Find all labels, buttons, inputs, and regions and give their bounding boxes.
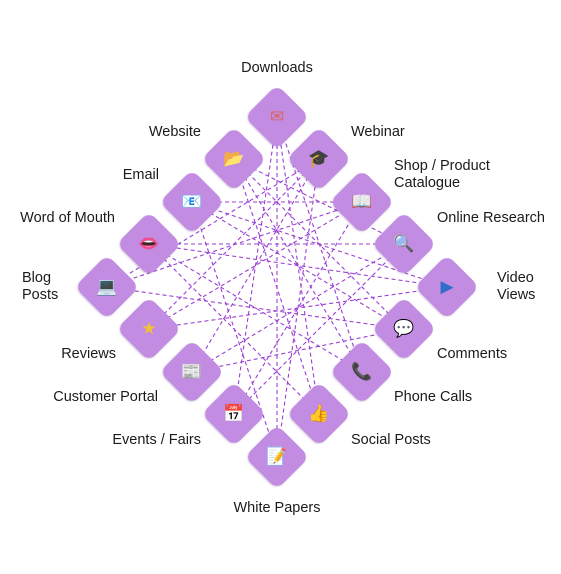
link-comments-website (233, 158, 405, 330)
newspaper-icon: 📰 (181, 362, 203, 382)
label-video-views: Video Views (497, 270, 536, 303)
laptop-icon: 💻 (96, 277, 118, 297)
lips-icon: 👄 (138, 234, 160, 254)
folder-icon: 📂 (223, 149, 245, 169)
thumbs-up-icon: 👍 (308, 404, 330, 424)
link-events-fairs-shop (233, 201, 363, 415)
graduation-cap-icon: 🎓 (308, 149, 330, 169)
link-customer-portal-online-research (191, 243, 405, 373)
label-reviews: Reviews (61, 346, 116, 362)
play-button-icon: ▶ (440, 277, 454, 297)
calendar-icon: 📅 (223, 404, 245, 424)
label-webinar: Webinar (351, 124, 405, 140)
link-webinar-customer-portal (191, 158, 320, 373)
open-book-icon: 📖 (351, 192, 373, 212)
label-phone-calls: Phone Calls (394, 389, 473, 405)
label-shop: Shop / Product Catalogue (394, 158, 490, 191)
label-downloads: Downloads (241, 60, 313, 76)
label-social-posts: Social Posts (351, 432, 431, 448)
label-word-of-mouth: Word of Mouth (20, 210, 115, 226)
envelope-icon: ✉ (269, 107, 285, 127)
link-website-online-research (233, 158, 405, 245)
link-events-fairs-online-research (233, 243, 405, 415)
label-comments: Comments (437, 346, 508, 362)
link-blog-posts-comments (106, 286, 405, 330)
star-icon: ★ (141, 319, 157, 339)
memo-icon: 📝 (266, 447, 288, 467)
link-word-of-mouth-social-posts (148, 243, 320, 415)
telephone-icon: 📞 (351, 362, 373, 382)
link-reviews-webinar (148, 158, 320, 330)
speech-bubble-icon: 💬 (393, 319, 415, 339)
link-customer-portal-comments (191, 328, 405, 373)
label-white-papers: White Papers (233, 500, 321, 516)
link-reviews-shop (148, 201, 363, 330)
magnifier-icon: 🔍 (393, 234, 415, 254)
link-word-of-mouth-video-views (148, 243, 448, 288)
link-downloads-events-fairs (233, 116, 278, 415)
link-email-comments (191, 201, 405, 330)
link-reviews-video-views (148, 286, 448, 330)
label-email: Email (122, 167, 159, 183)
label-website: Website (148, 124, 201, 140)
label-events-fairs: Events / Fairs (112, 432, 201, 448)
email-icon: 📧 (181, 192, 203, 212)
label-customer-portal: Customer Portal (53, 389, 158, 405)
label-online-research: Online Research (437, 210, 545, 226)
label-blog-posts: Blog Posts (22, 270, 59, 303)
